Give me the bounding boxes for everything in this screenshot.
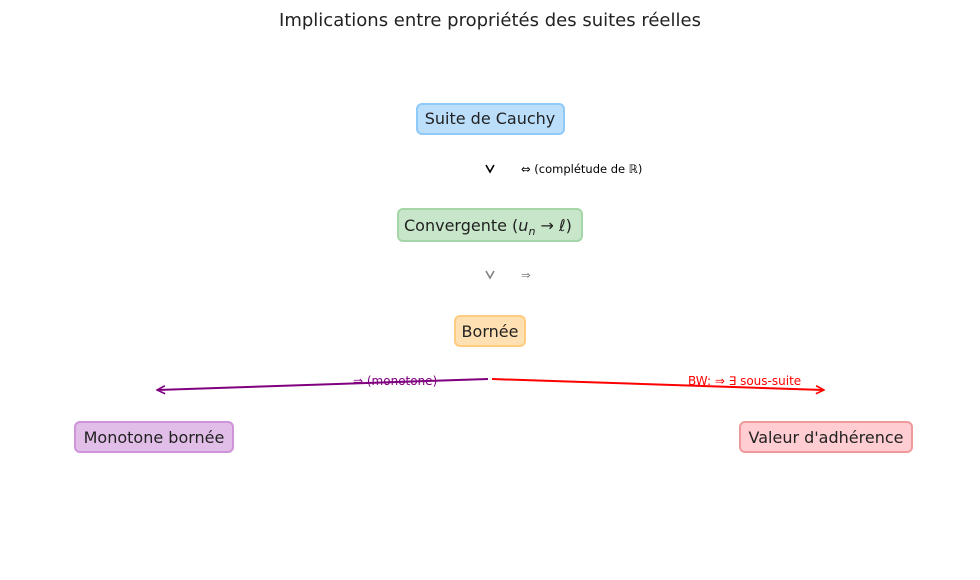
node-cauchy-label: Suite de Cauchy: [425, 109, 556, 128]
arrow-bornee-adherence: [491, 378, 824, 390]
arrow-cauchy-convergente: [485, 164, 495, 174]
arrow-convergente-bornee: [485, 270, 495, 280]
node-convergente-label: Convergente (un → ℓ): [404, 216, 572, 238]
edge-label-bornee-adherence: BW: ⇒ ∃ sous-suite: [688, 374, 801, 388]
edge-label-convergente-bornee: ⇒: [521, 268, 531, 282]
node-adherence-label: Valeur d'adhérence: [749, 428, 904, 447]
node-monotone-label: Monotone bornée: [84, 428, 225, 447]
node-adherence: Valeur d'adhérence: [739, 421, 913, 453]
node-bornee: Bornée: [454, 315, 526, 347]
node-cauchy: Suite de Cauchy: [416, 103, 565, 135]
node-bornee-label: Bornée: [462, 322, 519, 341]
edge-label-cauchy-convergente: ⇔ (complétude de ℝ): [521, 162, 642, 176]
arrow-bornee-monotone: [157, 378, 489, 390]
node-convergente: Convergente (un → ℓ): [397, 208, 583, 242]
node-monotone: Monotone bornée: [74, 421, 234, 453]
diagram-title: Implications entre propriétés des suites…: [279, 10, 701, 31]
edge-label-bornee-monotone: ⇒ (monotone): [353, 374, 437, 388]
